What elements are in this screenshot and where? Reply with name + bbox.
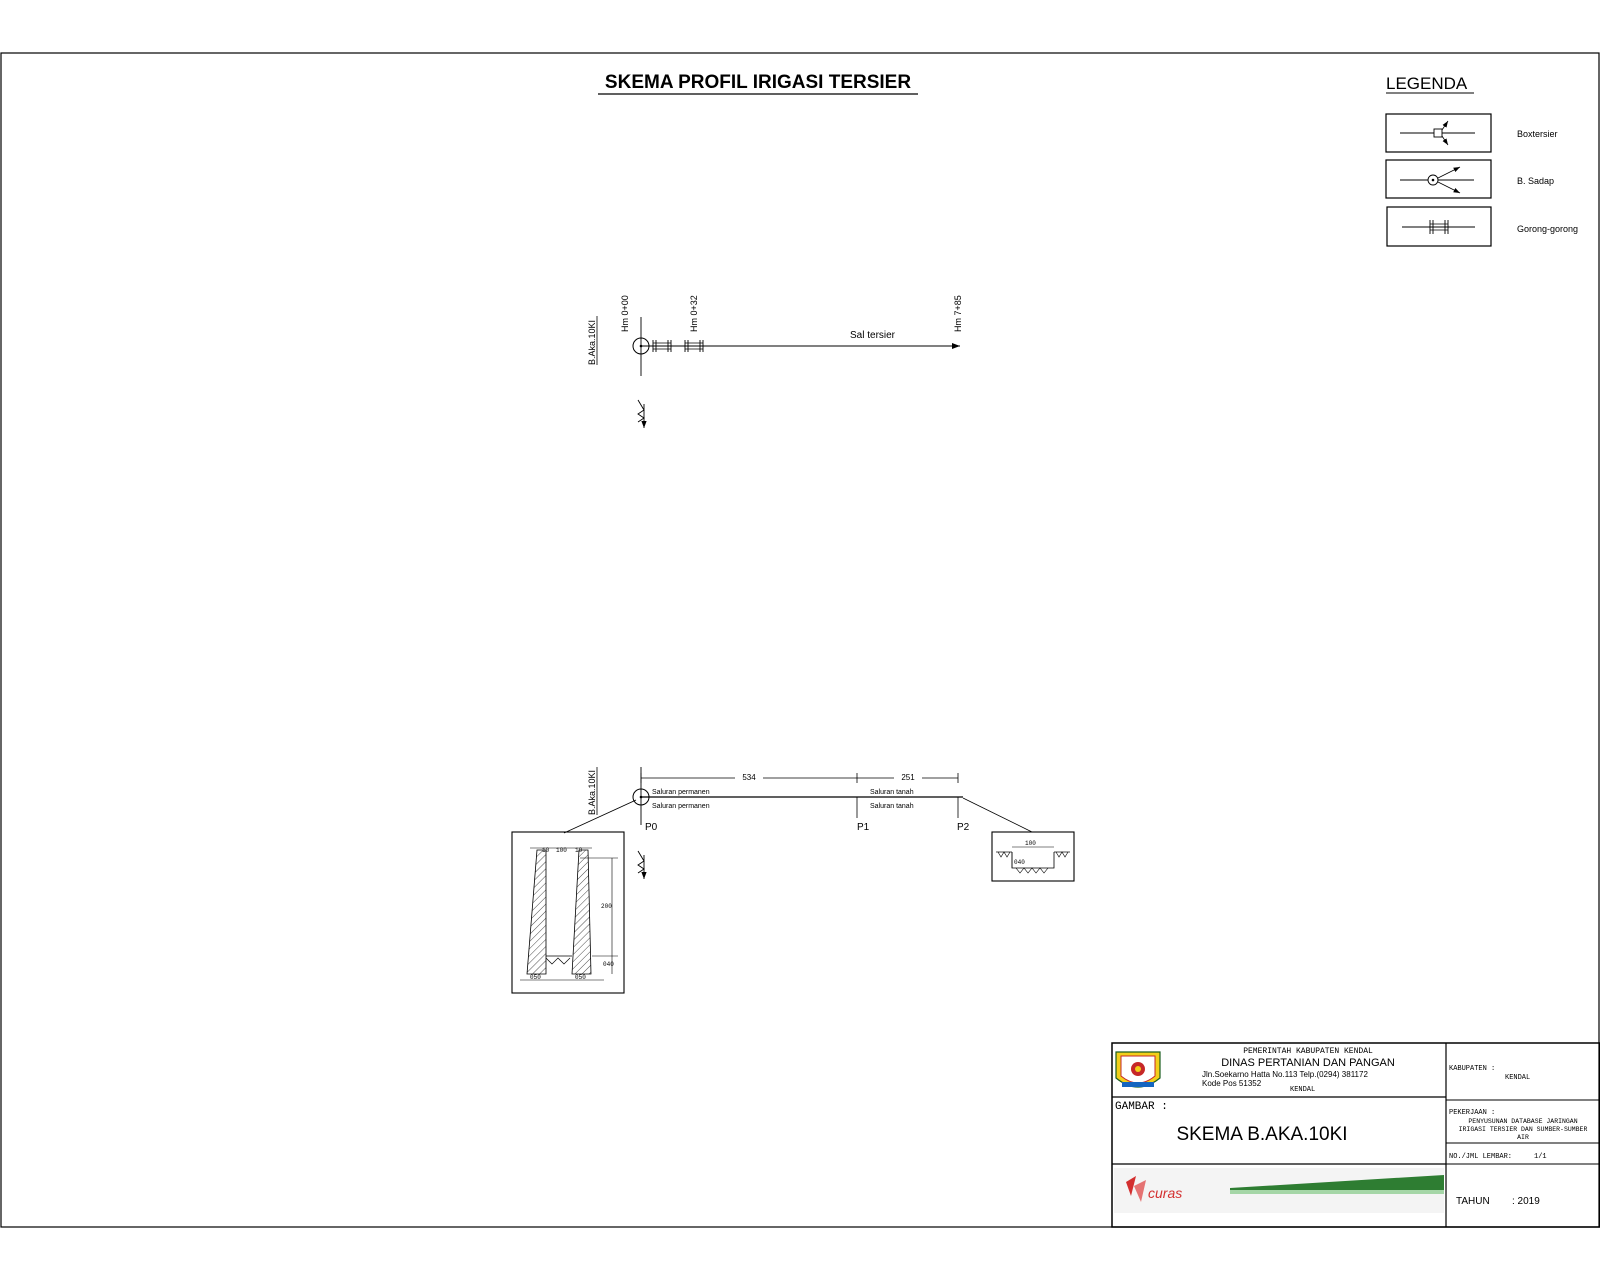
- dimension-label-bg: [735, 772, 763, 782]
- title-block-frame: [1111, 1042, 1600, 1228]
- station-label: Hm 0+00: [620, 295, 630, 332]
- point-label: P1: [857, 822, 870, 833]
- legend-item-label: Gorong-gorong: [1517, 224, 1578, 234]
- cross-section-left: 10 100 10 200 040 050 050: [511, 831, 625, 994]
- culvert-symbol-icon: [684, 340, 704, 352]
- drawing-frame: [0, 52, 1600, 1228]
- box-tersier-symbol-icon: [1385, 113, 1492, 153]
- agency-postal: Kode Pos 51352: [1202, 1079, 1262, 1088]
- title-block: PEMERINTAH KABUPATEN KENDAL DINAS PERTAN…: [1111, 1042, 1600, 1228]
- agency-address: Jln.Soekarno Hatta No.113 Telp.(0294) 38…: [1202, 1070, 1368, 1079]
- dimension-label-bg: [894, 772, 922, 782]
- kendal-emblem-logo: [1115, 1051, 1161, 1088]
- pekerjaan-line: IRIGASI TERSIER DAN SUMBER-SUMBER: [1459, 1126, 1588, 1133]
- station-label: Hm 7+85: [953, 295, 963, 332]
- point-label: P0: [645, 822, 658, 833]
- bed-hatch: [1015, 867, 1049, 874]
- consultant-logo: curas: [1114, 1168, 1444, 1213]
- dimension-label: 534: [742, 773, 756, 782]
- profile-origin-label: B.Aka.10KI: [587, 770, 597, 815]
- leader-line: [563, 799, 637, 834]
- legend: LEGENDA Boxtersier B. Sadap: [1385, 74, 1578, 247]
- ground-hatch: [997, 851, 1011, 858]
- lembar-value: 1/1: [1534, 1153, 1547, 1161]
- section-frame: [991, 831, 1075, 882]
- segment-label: Saluran tanah: [870, 789, 914, 796]
- ground-hatch: [1055, 851, 1069, 858]
- station-label: Hm 0+32: [689, 295, 699, 332]
- section-dimension: 100: [556, 847, 567, 854]
- agency-line1: PEMERINTAH KABUPATEN KENDAL: [1243, 1047, 1373, 1056]
- bangunan-sadap-symbol-icon: [1385, 159, 1492, 199]
- segment-label: Saluran tanah: [870, 803, 914, 810]
- tahun-label: TAHUN: [1456, 1196, 1490, 1207]
- section-frame: [511, 831, 625, 994]
- segment-label: Saluran permanen: [652, 803, 710, 810]
- schema-origin-label: B.Aka.10KI: [587, 320, 597, 365]
- leader-line: [962, 797, 1033, 833]
- pekerjaan-line: AIR: [1517, 1134, 1529, 1141]
- section-dimension: 050: [575, 974, 586, 981]
- kabupaten-value: KENDAL: [1505, 1074, 1530, 1082]
- network-schema: B.Aka.10KI Hm 0+00 Hm 0+32 Hm 7+85 Sal t…: [587, 295, 963, 428]
- page-title: SKEMA PROFIL IRIGASI TERSIER: [605, 72, 911, 93]
- left-wall: [526, 849, 547, 975]
- section-dimension: 050: [530, 974, 541, 981]
- base-hatch: [545, 957, 571, 965]
- gambar-label: GAMBAR :: [1115, 1101, 1168, 1113]
- lembar-label: NO./JML LEMBAR:: [1449, 1153, 1512, 1161]
- drawing-title: SKEMA B.AKA.10KI: [1176, 1124, 1347, 1145]
- section-dimension: 040: [1014, 859, 1025, 866]
- right-wall: [571, 849, 592, 975]
- kabupaten-label: KABUPATEN :: [1449, 1065, 1495, 1073]
- dimension-label: 251: [901, 773, 915, 782]
- gorong-gorong-symbol-icon: [1386, 206, 1492, 247]
- section-dimension: 10: [542, 847, 550, 854]
- flow-direction-icon: [637, 399, 647, 428]
- section-dimension: 100: [1025, 840, 1036, 847]
- flow-direction-icon: [637, 850, 647, 879]
- point-label: P2: [957, 822, 970, 833]
- channel-profile: B.Aka.10KI 534 251 Saluran permanen Salu…: [511, 767, 1075, 994]
- agency-line2: DINAS PERTANIAN DAN PANGAN: [1221, 1057, 1395, 1069]
- pekerjaan-label: PEKERJAAN :: [1449, 1109, 1495, 1117]
- tahun-value: : 2019: [1512, 1196, 1540, 1207]
- legend-item-label: B. Sadap: [1517, 176, 1554, 186]
- section-dimension: 040: [603, 961, 614, 968]
- agency-city: KENDAL: [1290, 1086, 1315, 1094]
- channel-label: Sal tersier: [850, 330, 896, 341]
- pekerjaan-line: PENYUSUNAN DATABASE JARINGAN: [1468, 1118, 1577, 1125]
- section-dimension: 10: [575, 847, 583, 854]
- legend-item-label: Boxtersier: [1517, 129, 1558, 139]
- legend-heading: LEGENDA: [1386, 74, 1468, 93]
- culvert-symbol-icon: [652, 340, 672, 352]
- cross-section-right: 100 040: [991, 831, 1075, 882]
- segment-label: Saluran permanen: [652, 789, 710, 796]
- consultant-name: curas: [1148, 1185, 1182, 1201]
- section-dimension: 200: [601, 903, 612, 910]
